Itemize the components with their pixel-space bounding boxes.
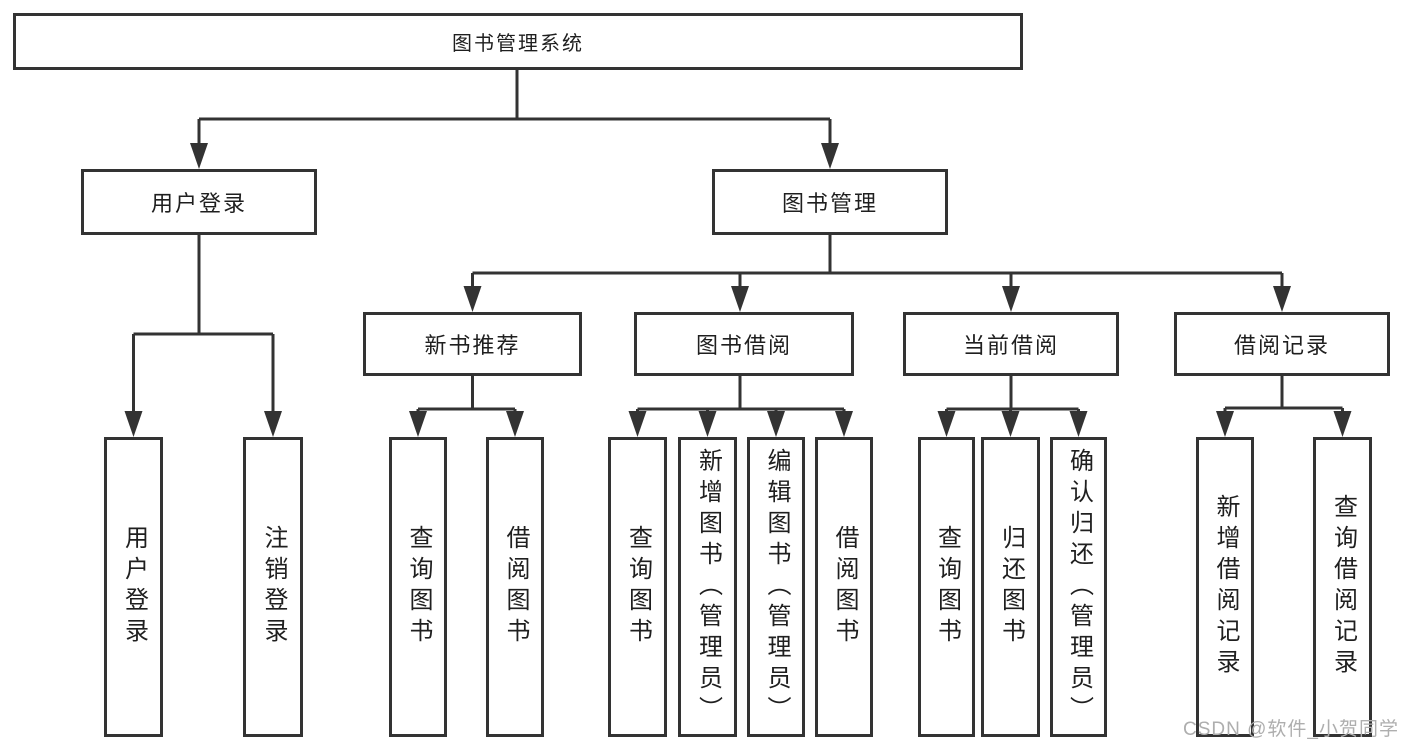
leaf-edit-books-admin: 编辑图书（管理员） — [747, 437, 805, 737]
leaf-confirm-return-admin: 确认归还（管理员） — [1050, 437, 1107, 737]
leaf-add-borrow-record: 新增借阅记录 — [1196, 437, 1254, 737]
leaf-query-borrow-record: 查询借阅记录 — [1313, 437, 1372, 737]
node-user-login: 用户登录 — [81, 169, 317, 235]
leaf-return-books: 归还图书 — [981, 437, 1040, 737]
node-book-borrowing: 图书借阅 — [634, 312, 854, 376]
node-borrowing-records: 借阅记录 — [1174, 312, 1390, 376]
leaf-borrow-books-recommend: 借阅图书 — [486, 437, 544, 737]
leaf-query-books-current: 查询图书 — [918, 437, 975, 737]
node-book-management: 图书管理 — [712, 169, 948, 235]
leaf-user-login: 用户登录 — [104, 437, 163, 737]
node-library-management-system: 图书管理系统 — [13, 13, 1023, 70]
node-current-borrowing: 当前借阅 — [903, 312, 1119, 376]
leaf-borrow-books-borrowing: 借阅图书 — [815, 437, 873, 737]
node-new-book-recommendation: 新书推荐 — [363, 312, 582, 376]
leaf-query-books-borrowing: 查询图书 — [608, 437, 667, 737]
leaf-logout: 注销登录 — [243, 437, 303, 737]
watermark-text: CSDN @软件_小贺同学 — [1183, 719, 1399, 740]
leaf-add-books-admin: 新增图书（管理员） — [678, 437, 737, 737]
leaf-query-books-recommend: 查询图书 — [389, 437, 447, 737]
